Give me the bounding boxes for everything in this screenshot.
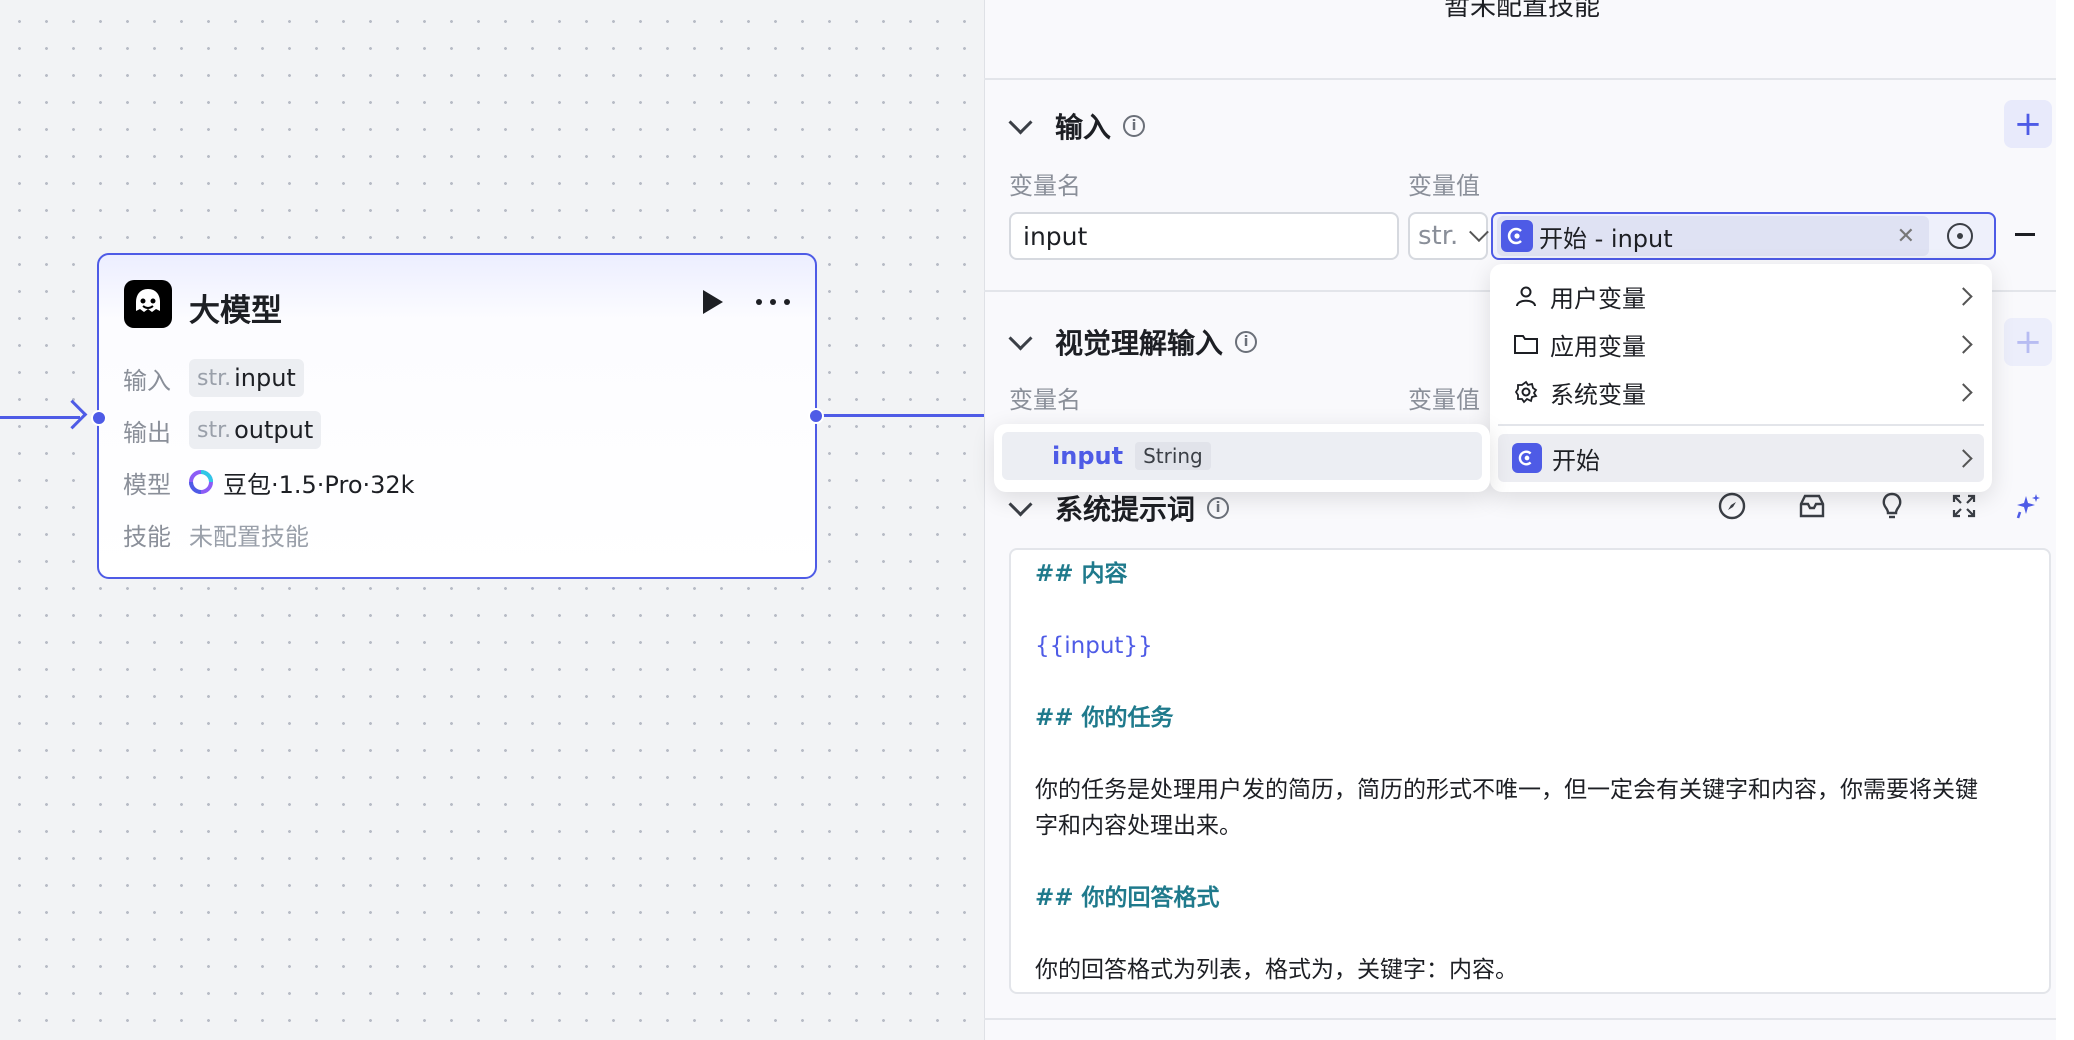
menu-item-app-variables[interactable]: 应用变量 [1498, 320, 1984, 368]
ai-sparkle-icon[interactable] [2012, 490, 2044, 522]
node-input-tag: str.input [189, 359, 304, 397]
more-icon[interactable] [756, 295, 792, 309]
menu-item-system-variables[interactable]: 系统变量 [1498, 368, 1984, 416]
node-skill-row: 技能 未配置技能 [123, 516, 309, 552]
node-model-name: 豆包·1.5·Pro·32k [223, 470, 415, 499]
var-ref-pill[interactable]: 开始 - input ✕ [1497, 216, 1929, 256]
prompt-text: 你的回答格式为列表，格式为，关键字：内容。 [1035, 957, 1518, 983]
prompt-heading: ## 你的回答格式 [1035, 885, 1220, 911]
node-input-row: 输入 str.input [123, 359, 304, 397]
var-ref-text: 开始 - input [1539, 224, 1673, 253]
skills-empty-text: 暂未配置技能 [1444, 0, 1601, 22]
folder-icon [1512, 330, 1540, 358]
node-skill-label: 技能 [123, 522, 171, 551]
info-icon[interactable]: i [1123, 115, 1146, 137]
user-icon [1512, 282, 1540, 310]
prompt-heading: ## 你的任务 [1035, 705, 1174, 731]
col-var-value: 变量值 [1408, 386, 1480, 414]
lightbulb-icon[interactable] [1876, 490, 1908, 522]
submenu-item-input[interactable]: input String [1002, 432, 1482, 480]
library-icon[interactable] [1796, 490, 1828, 522]
start-node-icon [1501, 220, 1533, 252]
col-var-value: 变量值 [1408, 172, 1480, 200]
submenu-var-name: input [1052, 442, 1124, 470]
node-title: 大模型 [189, 293, 282, 329]
prompt-text: 你的任务是处理用户发的简历，简历的形式不唯一，但一定会有关键字和内容，你需要将关… [1035, 777, 1978, 803]
chevron-down-icon [1469, 222, 1489, 242]
node-model-row: 模型 豆包·1.5·Pro·32k [123, 464, 415, 500]
settings-target-icon[interactable] [1947, 223, 1973, 249]
submenu-var-type: String [1135, 442, 1211, 470]
start-icon [1512, 443, 1542, 473]
compass-icon[interactable] [1716, 490, 1748, 522]
divider [984, 78, 2056, 80]
node-model-label: 模型 [123, 470, 171, 499]
chevron-right-icon [1954, 286, 1973, 306]
node-output-row: 输出 str.output [123, 411, 322, 449]
run-icon[interactable] [703, 290, 723, 314]
outgoing-edge [816, 414, 984, 417]
node-skill-value: 未配置技能 [189, 522, 309, 551]
llm-node-card[interactable]: 大模型 输入 str.input 输出 str.output 模型 豆包·1.5… [97, 253, 817, 579]
divider [984, 1018, 2056, 1020]
gear-icon [1512, 378, 1540, 406]
menu-divider [1498, 424, 1984, 426]
node-input-label: 输入 [123, 366, 171, 395]
info-icon[interactable]: i [1207, 497, 1230, 519]
start-variables-submenu: input String [994, 424, 1490, 492]
menu-item-start[interactable]: 开始 [1498, 434, 1984, 482]
node-output-tag: str.output [189, 411, 322, 449]
var-type-select[interactable]: str. [1408, 212, 1489, 260]
input-port[interactable] [91, 410, 107, 426]
chevron-right-icon [1954, 382, 1973, 402]
var-name-input[interactable]: input [1009, 212, 1399, 260]
remove-input-button[interactable] [2015, 233, 2035, 236]
system-prompt-title: 系统提示词 [1055, 493, 1196, 526]
add-input-button[interactable]: + [2004, 100, 2052, 148]
prompt-variable: {{input}} [1035, 633, 1153, 659]
prompt-text: 字和内容处理出来。 [1035, 813, 1242, 839]
collapse-chevron-icon[interactable] [1008, 325, 1033, 351]
variable-source-dropdown: 用户变量 应用变量 系统变量 开始 [1490, 264, 1992, 492]
info-icon[interactable]: i [1235, 331, 1258, 353]
incoming-edge [0, 416, 80, 419]
collapse-chevron-icon[interactable] [1008, 109, 1033, 135]
col-var-name: 变量名 [1009, 386, 1081, 414]
system-prompt-header[interactable]: 系统提示词 i [1008, 488, 1230, 528]
menu-item-user-variables[interactable]: 用户变量 [1498, 272, 1984, 320]
chevron-right-icon [1954, 448, 1973, 468]
chevron-right-icon [1954, 334, 1973, 354]
output-port[interactable] [808, 408, 824, 424]
var-ref-selector[interactable]: 开始 - input ✕ [1491, 212, 1996, 260]
panel-scrollbar-track[interactable] [2056, 0, 2074, 1040]
col-var-name: 变量名 [1009, 172, 1081, 200]
input-section-header[interactable]: 输入 i [1008, 106, 1146, 146]
system-prompt-editor[interactable]: ## 内容 {{input}} ## 你的任务 你的任务是处理用户发的简历，简历… [1009, 548, 2051, 994]
collapse-chevron-icon[interactable] [1008, 491, 1033, 517]
vision-section-header[interactable]: 视觉理解输入 i [1008, 322, 1258, 362]
add-vision-input-button[interactable]: + [2004, 318, 2052, 366]
llm-node-icon [124, 280, 172, 328]
doubao-logo-icon [189, 470, 213, 494]
vision-section-title: 视觉理解输入 [1055, 327, 1224, 360]
node-output-label: 输出 [123, 418, 171, 447]
expand-icon[interactable] [1948, 490, 1980, 522]
clear-icon[interactable]: ✕ [1896, 223, 1915, 249]
input-section-title: 输入 [1055, 111, 1112, 144]
prompt-heading: ## 内容 [1035, 561, 1128, 587]
